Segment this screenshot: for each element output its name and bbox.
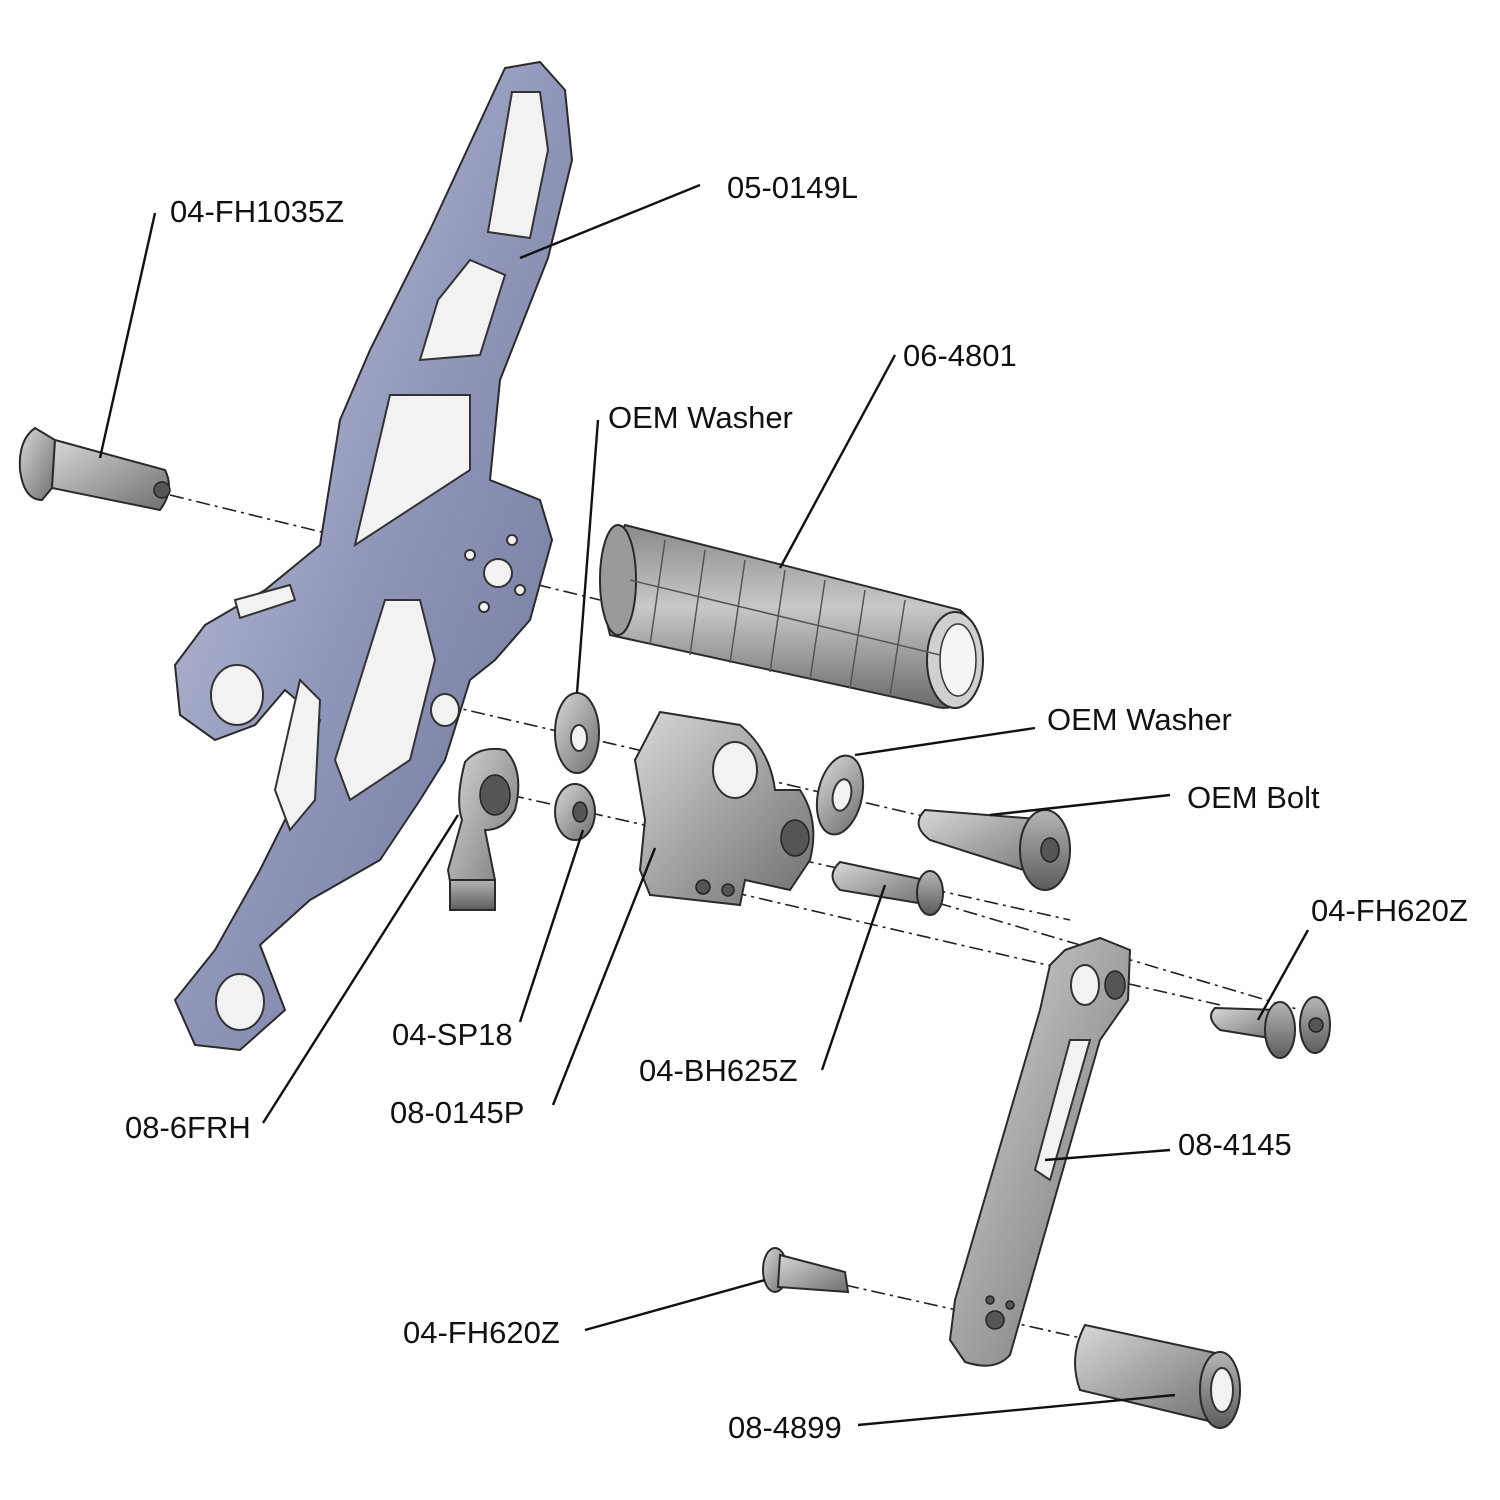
- label-04-BH625Z: 04-BH625Z: [639, 1053, 798, 1088]
- spacer-04-SP18: [554, 783, 596, 841]
- label-04-SP18: 04-SP18: [392, 1017, 513, 1052]
- label-08-4145: 08-4145: [1178, 1127, 1292, 1162]
- bolt-04-FH620Z-bottom: [762, 1247, 850, 1294]
- label-08-0145P: 08-0145P: [390, 1095, 525, 1130]
- label-08-4899: 08-4899: [728, 1410, 842, 1445]
- label-08-6FRH: 08-6FRH: [125, 1110, 251, 1145]
- bolt-04-FH620Z-right: [1210, 996, 1331, 1059]
- label-oem-washer-upper: OEM Washer: [608, 400, 793, 435]
- label-04-FH620Z-right: 04-FH620Z: [1311, 893, 1468, 928]
- rod-end-08-6FRH: [446, 747, 520, 911]
- bolt-04-BH625Z: [831, 860, 944, 916]
- bolt-04-FH1035Z: [18, 426, 171, 512]
- label-05-0149L: 05-0149L: [727, 170, 859, 205]
- label-oem-washer-right: OEM Washer: [1047, 702, 1232, 737]
- peg-spacer-08-4899: [1074, 1323, 1241, 1429]
- oem-washer-upper: [554, 692, 600, 774]
- label-04-FH620Z-bottom: 04-FH620Z: [403, 1315, 560, 1350]
- oem-bolt: [917, 808, 1071, 891]
- leader-lines: [98, 183, 1310, 1427]
- pivot-block-08-0145P: [633, 710, 815, 907]
- label-oem-bolt: OEM Bolt: [1187, 780, 1320, 815]
- oem-washer-right: [815, 754, 865, 836]
- bracket-05-0149L: [173, 60, 574, 1052]
- label-04-FH1035Z: 04-FH1035Z: [170, 194, 345, 229]
- lever-08-4145: [948, 936, 1132, 1367]
- footpeg-06-4801: [599, 523, 984, 709]
- label-06-4801: 06-4801: [903, 338, 1017, 373]
